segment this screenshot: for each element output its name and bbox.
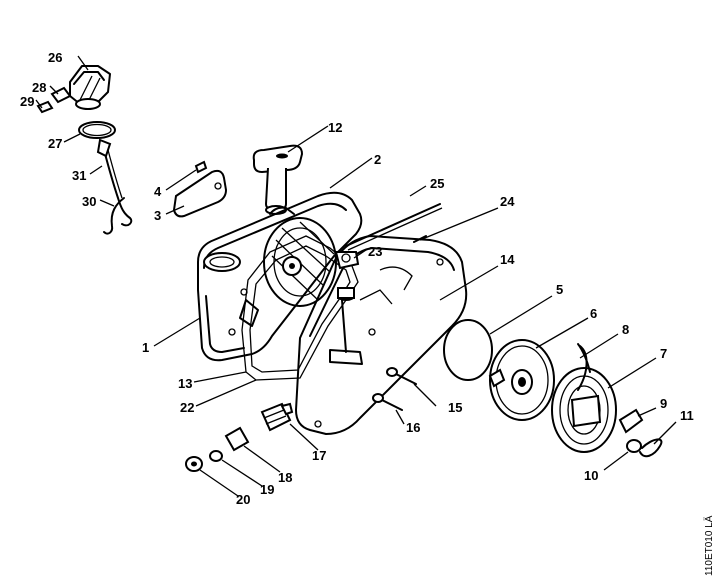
starter-grip-drawing	[252, 144, 304, 215]
cover-plate-drawing	[172, 160, 228, 218]
pulley-drawing	[488, 339, 555, 421]
o-ring-drawing	[78, 121, 116, 139]
callout-30: 30	[82, 194, 96, 209]
callout-13: 13	[178, 376, 192, 391]
callout-28: 28	[32, 80, 46, 95]
pawl-drawing	[618, 408, 644, 434]
washer-disc-drawing	[443, 319, 493, 381]
filler-cap-drawing	[69, 65, 111, 110]
callout-11: 11	[680, 408, 694, 423]
pickup-line-drawing	[96, 138, 133, 235]
callout-3: 3	[154, 208, 161, 223]
callout-25: 25	[430, 176, 444, 191]
rod-drawing	[345, 203, 441, 247]
callout-9: 9	[660, 396, 667, 411]
nut-drawing	[185, 456, 203, 472]
callout-26: 26	[48, 50, 62, 65]
callout-23: 23	[368, 244, 382, 259]
callout-2: 2	[374, 152, 381, 167]
callout-24: 24	[500, 194, 515, 209]
screw-24-drawing	[413, 235, 427, 243]
callout-8: 8	[622, 322, 629, 337]
callout-22: 22	[180, 400, 194, 415]
callout-10: 10	[584, 468, 598, 483]
callout-16: 16	[406, 420, 420, 435]
cord-drawing	[577, 343, 591, 373]
callout-6: 6	[590, 306, 597, 321]
spring-clip-drawing	[639, 438, 663, 458]
callout-labels: 26 28 29 27 31 30 4 3 12 2 25 24 23 14 5…	[20, 50, 694, 507]
callout-31: 31	[72, 168, 86, 183]
ignition-module-drawing	[260, 402, 294, 432]
callout-1: 1	[142, 340, 149, 355]
sleeve-drawing	[224, 426, 250, 452]
spring-housing-drawing	[551, 345, 617, 453]
callout-5: 5	[556, 282, 563, 297]
callout-29: 29	[20, 94, 34, 109]
fan-housing-drawing	[197, 191, 363, 362]
callout-14: 14	[500, 252, 515, 267]
callout-19: 19	[260, 482, 274, 497]
callout-20: 20	[236, 492, 250, 507]
cap-pin-drawing	[36, 86, 72, 114]
housing-cover-drawing	[295, 235, 468, 435]
callout-15: 15	[448, 400, 462, 415]
callout-4: 4	[154, 184, 162, 199]
leader-lines	[35, 55, 677, 497]
callout-17: 17	[312, 448, 326, 463]
screws-drawing	[372, 367, 417, 411]
callout-18: 18	[278, 470, 292, 485]
callout-12: 12	[328, 120, 342, 135]
washer-19-drawing	[209, 450, 223, 462]
callout-27: 27	[48, 136, 62, 151]
drawing-code: 110ET010 LÄ	[703, 515, 715, 576]
callout-7: 7	[660, 346, 667, 361]
small-washer-drawing	[626, 439, 642, 453]
